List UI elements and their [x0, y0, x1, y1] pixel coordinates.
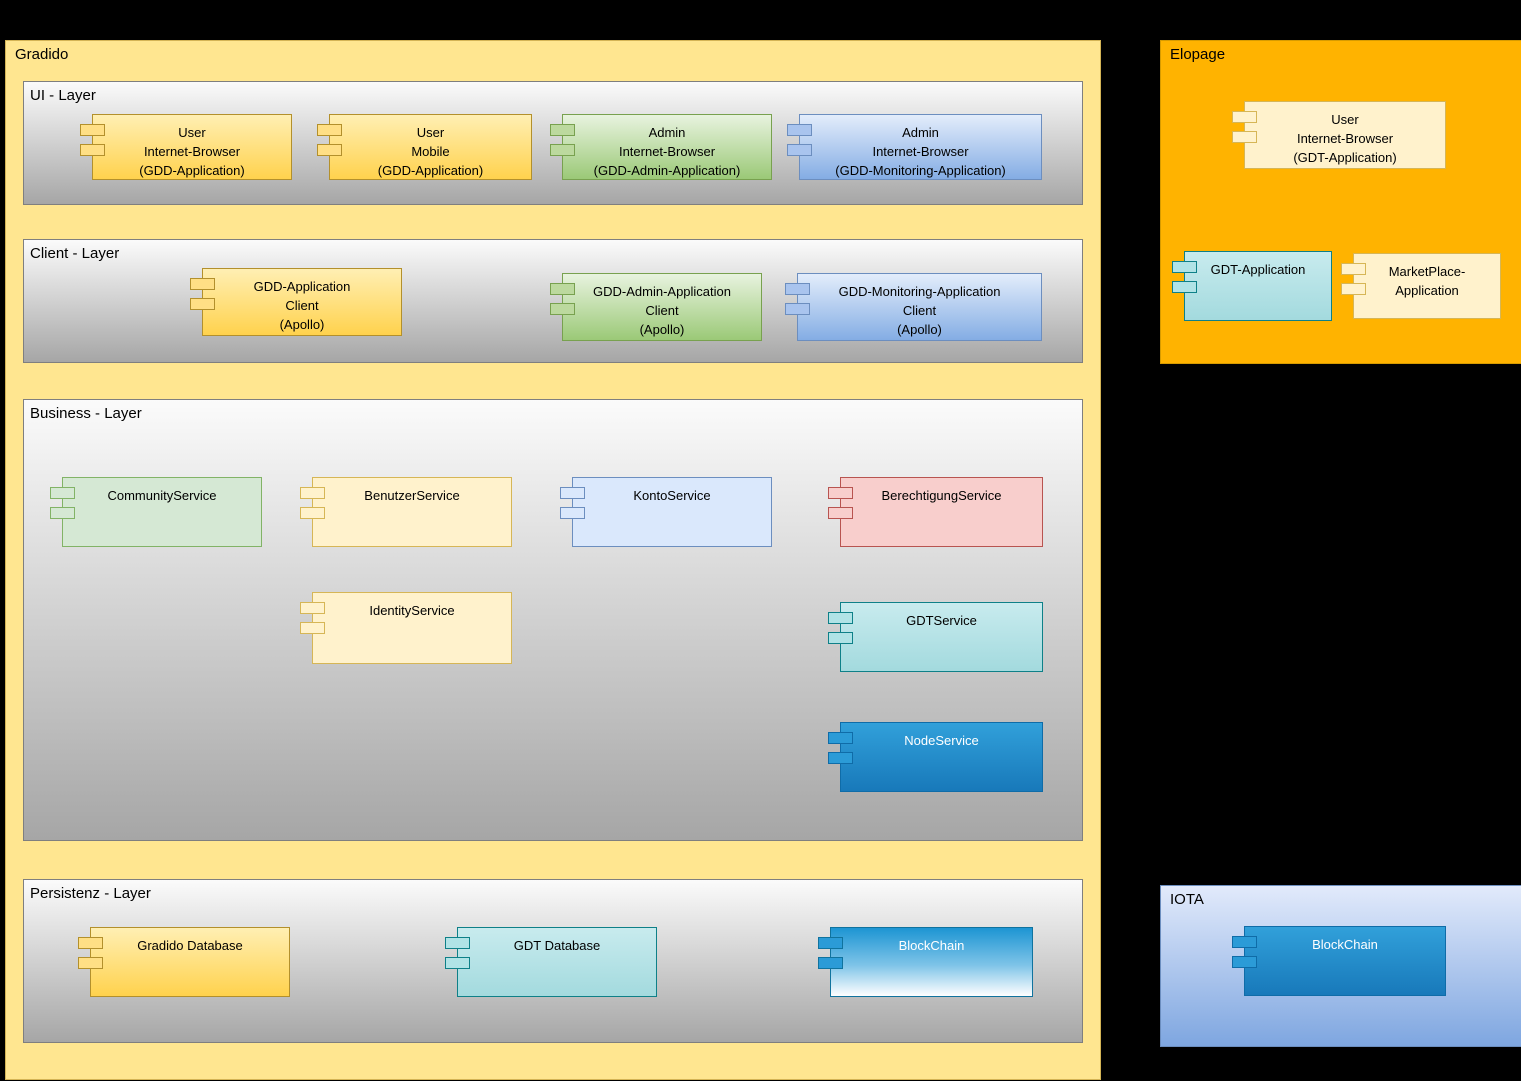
client-layer: Client - Layer GDD-Application Client (A…	[23, 239, 1083, 363]
component-berechtigung-service: BerechtigungService	[828, 477, 1043, 547]
component-label: GDT-Application	[1210, 262, 1306, 277]
component-tab-icon	[1172, 281, 1197, 293]
component-label: Admin Internet-Browser (GDD-Admin-Applic…	[593, 125, 741, 178]
component-tab-icon	[828, 632, 853, 644]
component-label: BlockChain	[898, 938, 965, 953]
iota-label: IOTA	[1170, 891, 1204, 908]
component-label: GDT Database	[513, 938, 601, 953]
component-gdt-service: GDTService	[828, 602, 1043, 672]
component-tab-icon	[50, 487, 75, 499]
component-tab-icon	[445, 957, 470, 969]
component-user-internet-browser-gdt: User Internet-Browser (GDT-Application)	[1232, 101, 1446, 169]
component-tab-icon	[1172, 261, 1197, 273]
component-label: User Internet-Browser (GDD-Application)	[139, 125, 245, 178]
component-identity-service: IdentityService	[300, 592, 512, 664]
component-community-service: CommunityService	[50, 477, 262, 547]
component-label: BerechtigungService	[881, 488, 1002, 503]
component-tab-icon	[317, 124, 342, 136]
component-tab-icon	[300, 622, 325, 634]
component-gradido-database: Gradido Database	[78, 927, 290, 997]
component-tab-icon	[560, 487, 585, 499]
business-layer-label: Business - Layer	[30, 405, 142, 422]
persistenz-layer: Persistenz - Layer Gradido Database GDT …	[23, 879, 1083, 1043]
component-label: CommunityService	[107, 488, 217, 503]
client-layer-label: Client - Layer	[30, 245, 120, 262]
gradido-container: Gradido UI - Layer User Internet-Browser…	[5, 40, 1101, 1080]
component-label: IdentityService	[369, 603, 455, 618]
component-label: User Internet-Browser (GDT-Application)	[1293, 112, 1397, 165]
component-marketplace-application: MarketPlace- Application	[1341, 253, 1501, 319]
component-tab-icon	[1341, 263, 1366, 275]
component-tab-icon	[1341, 283, 1366, 295]
component-node-service: NodeService	[828, 722, 1043, 792]
component-label: NodeService	[904, 733, 979, 748]
iota-container: IOTA BlockChain	[1160, 885, 1521, 1047]
component-blockchain-iota: BlockChain	[1232, 926, 1446, 996]
component-label: BlockChain	[1312, 937, 1378, 952]
component-tab-icon	[787, 124, 812, 136]
component-admin-internet-browser-gdd-admin: Admin Internet-Browser (GDD-Admin-Applic…	[550, 114, 772, 180]
component-tab-icon	[785, 283, 810, 295]
component-gdd-monitoring-application-client: GDD-Monitoring-Application Client (Apoll…	[785, 273, 1042, 341]
component-tab-icon	[550, 283, 575, 295]
component-tab-icon	[190, 298, 215, 310]
component-tab-icon	[300, 487, 325, 499]
component-user-mobile-gdd: User Mobile (GDD-Application)	[317, 114, 532, 180]
component-benutzer-service: BenutzerService	[300, 477, 512, 547]
component-tab-icon	[1232, 956, 1257, 968]
component-tab-icon	[550, 303, 575, 315]
component-label: MarketPlace- Application	[1388, 264, 1466, 298]
component-tab-icon	[828, 752, 853, 764]
component-gdt-database: GDT Database	[445, 927, 657, 997]
component-tab-icon	[828, 507, 853, 519]
component-tab-icon	[78, 957, 103, 969]
component-tab-icon	[1232, 936, 1257, 948]
component-tab-icon	[828, 732, 853, 744]
component-label: Admin Internet-Browser (GDD-Monitoring-A…	[835, 125, 1006, 178]
component-user-internet-browser-gdd: User Internet-Browser (GDD-Application)	[80, 114, 292, 180]
business-layer: Business - Layer CommunityService Benutz…	[23, 399, 1083, 841]
component-tab-icon	[550, 124, 575, 136]
elopage-container: Elopage User Internet-Browser (GDT-Appli…	[1160, 40, 1521, 364]
component-label: GDD-Admin-Application Client (Apollo)	[593, 284, 731, 337]
component-label: GDD-Application Client (Apollo)	[253, 279, 351, 332]
component-label: GDTService	[906, 613, 977, 628]
component-label: KontoService	[633, 488, 711, 503]
component-label: BenutzerService	[364, 488, 460, 503]
component-tab-icon	[560, 507, 585, 519]
component-label: Gradido Database	[137, 938, 243, 953]
component-konto-service: KontoService	[560, 477, 772, 547]
component-tab-icon	[300, 602, 325, 614]
component-admin-internet-browser-gdd-monitoring: Admin Internet-Browser (GDD-Monitoring-A…	[787, 114, 1042, 180]
component-tab-icon	[787, 144, 812, 156]
component-tab-icon	[78, 937, 103, 949]
persistenz-layer-label: Persistenz - Layer	[30, 885, 151, 902]
component-tab-icon	[317, 144, 342, 156]
component-blockchain-persistenz: BlockChain	[818, 927, 1033, 997]
ui-layer-label: UI - Layer	[30, 87, 96, 104]
component-tab-icon	[550, 144, 575, 156]
component-tab-icon	[828, 612, 853, 624]
component-tab-icon	[1232, 131, 1257, 143]
component-gdd-application-client: GDD-Application Client (Apollo)	[190, 268, 402, 336]
component-label: User Mobile (GDD-Application)	[377, 125, 484, 178]
component-tab-icon	[785, 303, 810, 315]
component-tab-icon	[1232, 111, 1257, 123]
gradido-label: Gradido	[15, 46, 69, 63]
component-tab-icon	[300, 507, 325, 519]
elopage-label: Elopage	[1170, 46, 1226, 63]
component-tab-icon	[80, 144, 105, 156]
component-tab-icon	[80, 124, 105, 136]
component-label: GDD-Monitoring-Application Client (Apoll…	[838, 284, 1001, 337]
component-tab-icon	[818, 957, 843, 969]
component-gdd-admin-application-client: GDD-Admin-Application Client (Apollo)	[550, 273, 762, 341]
component-tab-icon	[190, 278, 215, 290]
component-tab-icon	[445, 937, 470, 949]
ui-layer: UI - Layer User Internet-Browser (GDD-Ap…	[23, 81, 1083, 205]
component-tab-icon	[818, 937, 843, 949]
component-gdt-application: GDT-Application	[1172, 251, 1332, 321]
component-tab-icon	[50, 507, 75, 519]
component-tab-icon	[828, 487, 853, 499]
